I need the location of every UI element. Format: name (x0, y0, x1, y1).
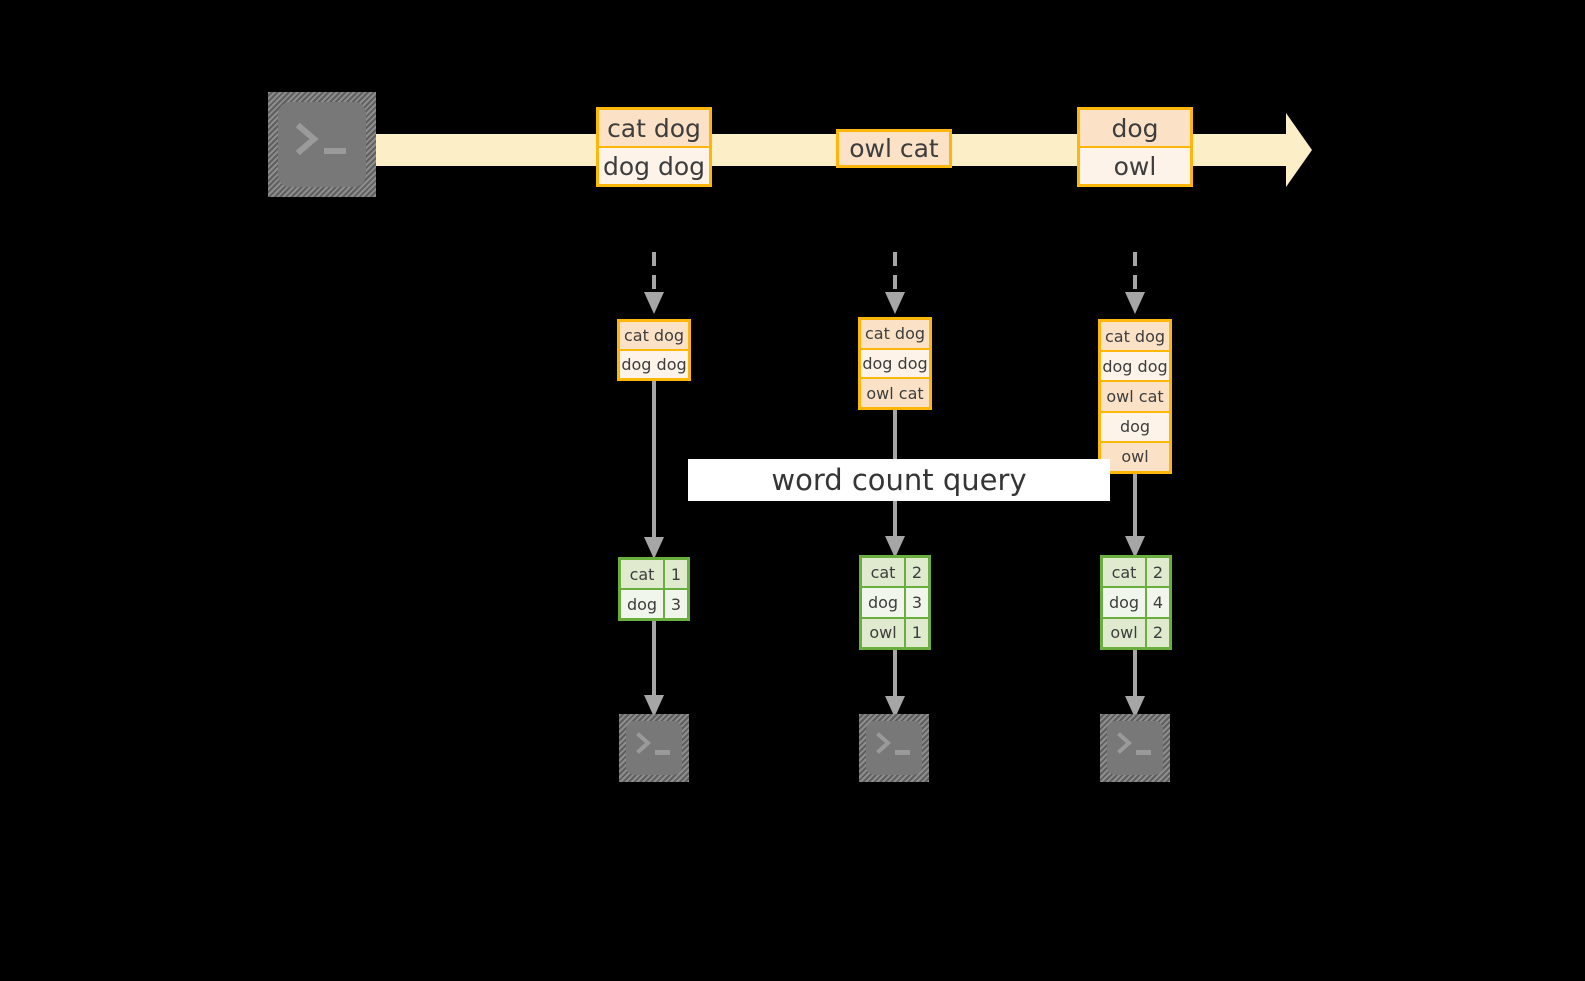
table-cell-count: 1 (665, 560, 687, 588)
table-cell-word: cat (621, 560, 665, 588)
terminal-prompt-underscore-icon (655, 747, 677, 757)
table-row: owl 1 (862, 618, 928, 647)
input-line: owl (1101, 442, 1169, 472)
table-cell-count: 3 (906, 588, 928, 617)
table-cell-count: 2 (1147, 618, 1169, 647)
feed-arrow-3 (1123, 252, 1147, 317)
snapshot-1-sink-terminal-icon[interactable] (619, 714, 689, 782)
input-line: dog dog (861, 349, 929, 380)
stream-record-group-3[interactable]: dog owl (1077, 107, 1193, 187)
table-cell-word: dog (621, 590, 665, 618)
snapshot-3-input-stack[interactable]: cat dog dog dog owl cat dog owl (1098, 319, 1172, 474)
terminal-screen (626, 721, 682, 775)
stream-record-group-1[interactable]: cat dog dog dog (596, 107, 712, 187)
table-cell-word: dog (862, 588, 906, 617)
table-cell-word: cat (862, 558, 906, 587)
table-row: cat 1 (621, 560, 687, 590)
table-cell-count: 2 (1147, 558, 1169, 587)
snapshot-1-result-table[interactable]: cat 1 dog 3 (618, 557, 690, 621)
terminal-screen (1107, 721, 1163, 775)
arrow-right-icon (1286, 113, 1312, 187)
query-banner-label: word count query (771, 463, 1027, 497)
input-line: cat dog (620, 322, 688, 351)
terminal-prompt-chevron-icon (633, 731, 657, 755)
table-cell-count: 4 (1147, 588, 1169, 617)
stream-record-line: dog dog (599, 148, 709, 184)
table-row: dog 4 (1103, 588, 1169, 619)
sink-arrow-1 (642, 621, 666, 719)
query-arrow-1 (642, 381, 666, 561)
snapshot-3-sink-terminal-icon[interactable] (1100, 714, 1170, 782)
snapshot-2-result-table[interactable]: cat 2 dog 3 owl 1 (859, 555, 931, 650)
stream-record-line: owl (1080, 148, 1190, 184)
table-cell-count: 1 (906, 618, 928, 647)
feed-arrow-2 (883, 252, 907, 317)
snapshot-3-result-table[interactable]: cat 2 dog 4 owl 2 (1100, 555, 1172, 650)
input-line: cat dog (861, 320, 929, 350)
input-line: cat dog (1101, 322, 1169, 353)
snapshot-2-sink-terminal-icon[interactable] (859, 714, 929, 782)
table-cell-word: owl (862, 618, 906, 647)
query-arrow-3 (1123, 474, 1147, 560)
snapshot-2-input-stack[interactable]: cat dog dog dog owl cat (858, 317, 932, 410)
stream-record-group-2[interactable]: owl cat (836, 129, 952, 168)
table-row: cat 2 (1103, 558, 1169, 589)
table-cell-word: dog (1103, 588, 1147, 617)
input-line: dog (1101, 412, 1169, 443)
terminal-prompt-chevron-icon (292, 122, 326, 156)
terminal-screen (866, 721, 922, 775)
input-line: dog dog (1101, 352, 1169, 383)
terminal-prompt-underscore-icon (895, 747, 917, 757)
snapshot-1-input-stack[interactable]: cat dog dog dog (617, 319, 691, 381)
terminal-prompt-underscore-icon (324, 144, 354, 156)
table-cell-count: 3 (665, 590, 687, 618)
terminal-screen (278, 102, 366, 187)
query-banner: word count query (688, 459, 1110, 501)
sink-arrow-3 (1123, 650, 1147, 720)
table-cell-count: 2 (906, 558, 928, 587)
stream-record-line: dog (1080, 110, 1190, 148)
terminal-prompt-chevron-icon (1114, 731, 1138, 755)
terminal-prompt-underscore-icon (1136, 747, 1158, 757)
input-line: owl cat (1101, 382, 1169, 413)
table-cell-word: cat (1103, 558, 1147, 587)
source-terminal-icon[interactable] (268, 92, 376, 197)
input-line: owl cat (861, 379, 929, 408)
table-cell-word: owl (1103, 618, 1147, 647)
input-line: dog dog (620, 351, 688, 378)
stream-record-line: cat dog (599, 110, 709, 148)
table-row: dog 3 (862, 588, 928, 619)
sink-arrow-2 (883, 650, 907, 720)
feed-arrow-1 (642, 252, 666, 317)
table-row: owl 2 (1103, 618, 1169, 647)
table-row: cat 2 (862, 558, 928, 589)
terminal-prompt-chevron-icon (873, 731, 897, 755)
stream-record-line: owl cat (839, 132, 949, 165)
table-row: dog 3 (621, 590, 687, 618)
